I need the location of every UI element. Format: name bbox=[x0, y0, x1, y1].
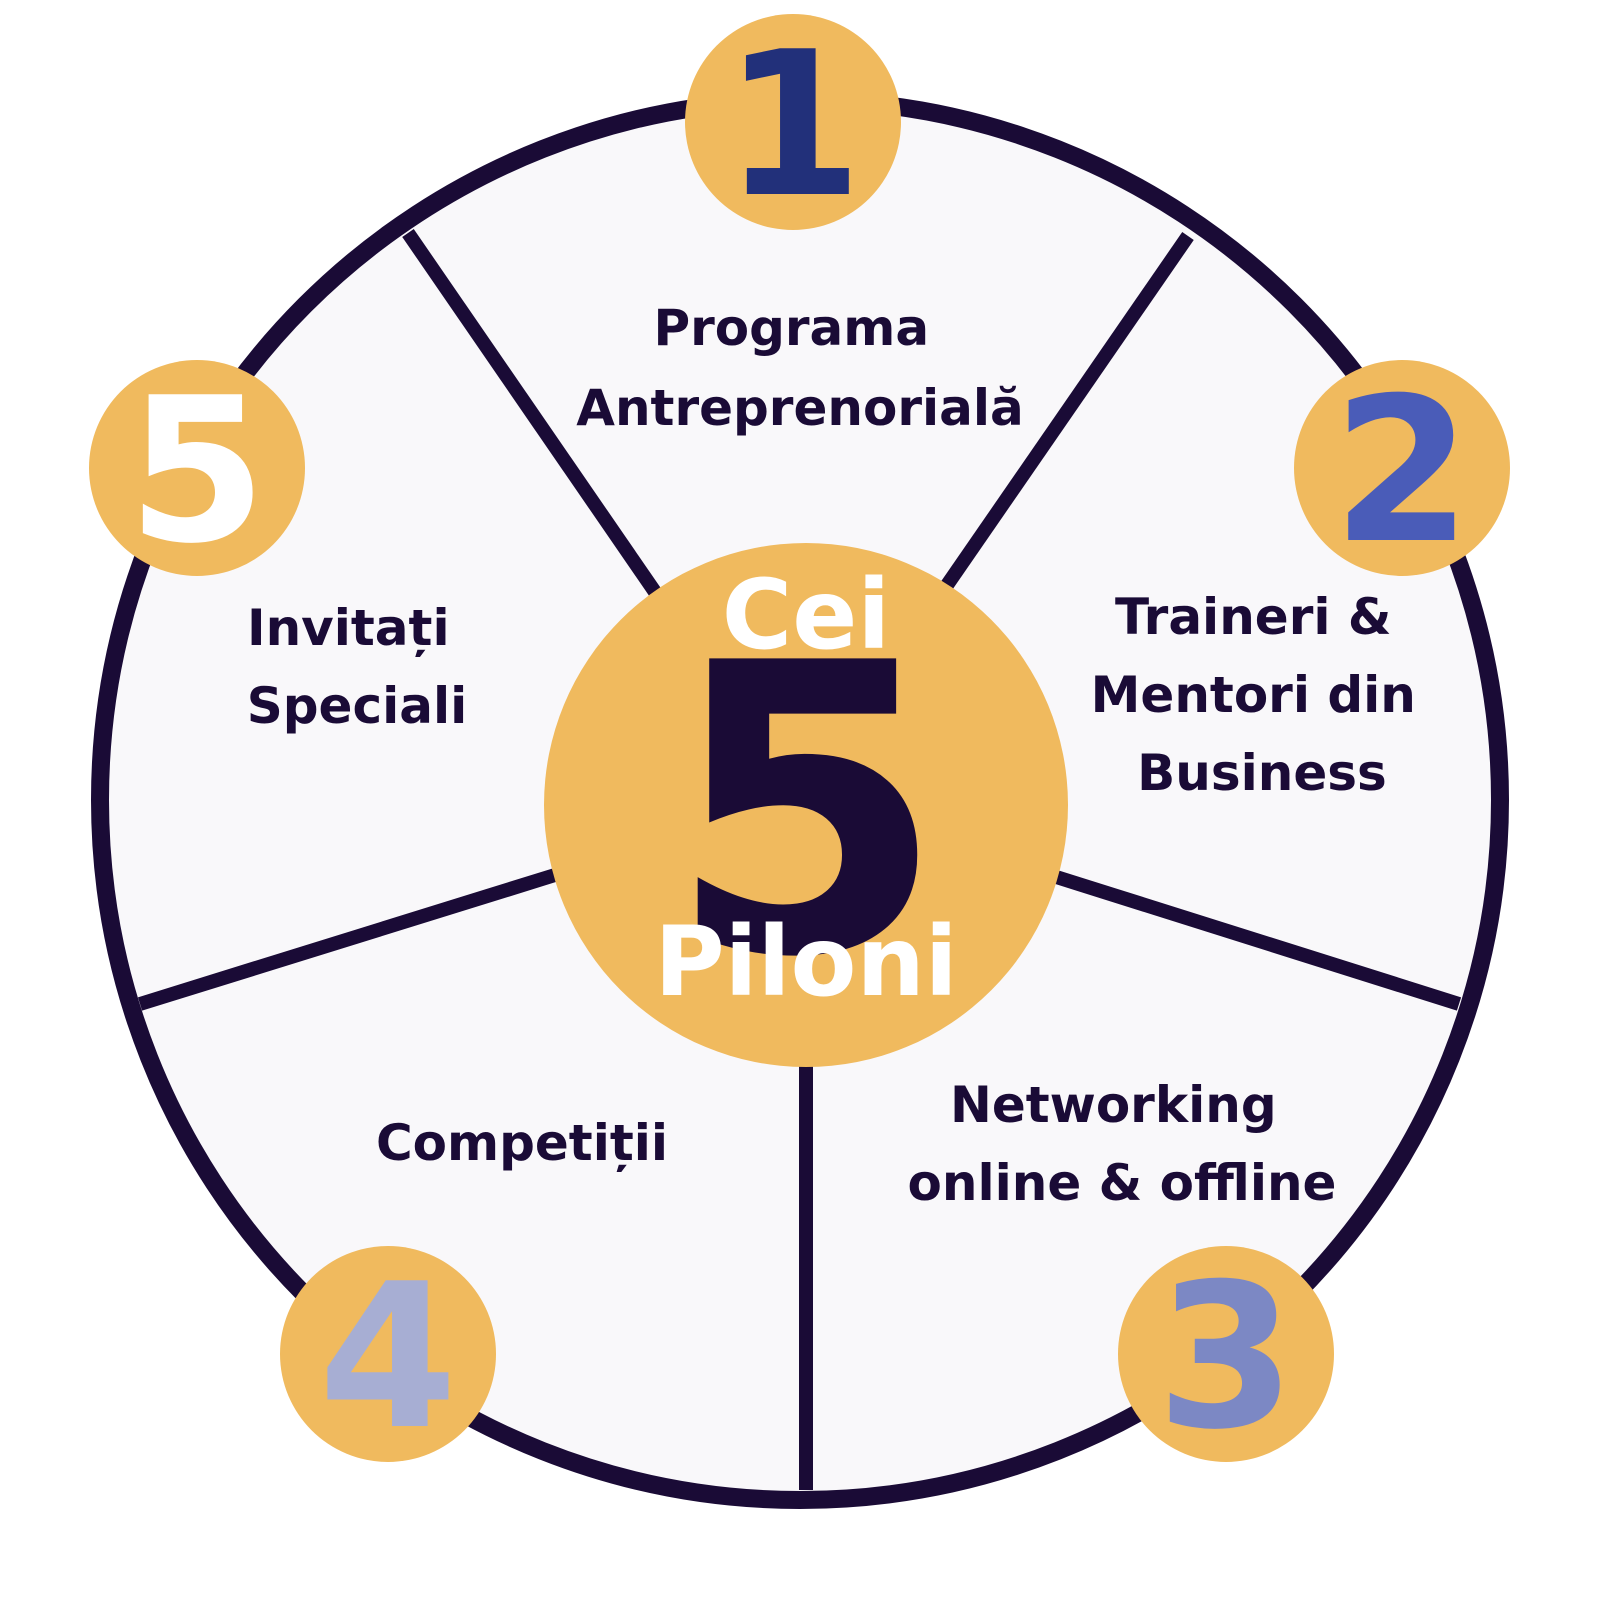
pillar-1-label-line-1: Programa bbox=[653, 299, 929, 357]
pillar-1-badge: 1 bbox=[685, 9, 901, 242]
pillar-2-label-line-3: Business bbox=[1137, 744, 1387, 802]
pillar-3-label-line-2: online & offline bbox=[908, 1154, 1337, 1212]
pillar-5-badge: 5 bbox=[89, 355, 305, 588]
center-bottom-word: Piloni bbox=[654, 906, 957, 1018]
pillar-2-label-line-1: Traineri & bbox=[1115, 588, 1391, 646]
divider-3 bbox=[1047, 868, 1462, 1011]
pillar-4-label-line-1: Competiții bbox=[376, 1114, 668, 1172]
divider-1 bbox=[402, 229, 661, 596]
pillar-5-label-line-1: Invitați bbox=[247, 599, 450, 657]
pillar-3-label-line-1: Networking bbox=[950, 1076, 1277, 1134]
pillar-2-label-line-2: Mentori din bbox=[1091, 666, 1416, 724]
pillar-3-badge-circle bbox=[1118, 1246, 1334, 1462]
center-top-word: Cei bbox=[722, 559, 890, 671]
pillar-1-number: 1 bbox=[723, 9, 862, 242]
pillar-2-label: Traineri & Mentori din Business bbox=[1091, 588, 1434, 802]
pillar-5-label-line-2: Speciali bbox=[247, 677, 468, 735]
pillar-2-badge-circle bbox=[1294, 360, 1510, 576]
center-badge: 5 Cei Piloni bbox=[544, 543, 1068, 1067]
pillar-1-badge-circle bbox=[685, 14, 901, 230]
pillar-5-number: 5 bbox=[127, 355, 266, 588]
center-big-number: 5 bbox=[667, 580, 945, 1045]
pillar-1-label-line-2: Antreprenorială bbox=[576, 379, 1024, 437]
pillar-4-label: Competiții bbox=[376, 1114, 668, 1172]
pillar-3-number: 3 bbox=[1156, 1241, 1295, 1474]
pillar-4-badge: 4 bbox=[280, 1241, 496, 1474]
pillar-3-badge: 3 bbox=[1118, 1241, 1334, 1474]
segment-dividers bbox=[137, 229, 1462, 1490]
pillar-2-number: 2 bbox=[1332, 355, 1471, 588]
pillar-1-label: Programa Antreprenorială bbox=[576, 299, 1024, 437]
divider-5 bbox=[137, 868, 558, 1011]
pillar-2-badge: 2 bbox=[1294, 355, 1510, 588]
pillar-3-label: Networking online & offline bbox=[908, 1076, 1337, 1212]
pillar-4-badge-circle bbox=[280, 1246, 496, 1462]
pillar-4-number: 4 bbox=[318, 1241, 457, 1474]
center-circle bbox=[544, 543, 1068, 1067]
pillar-5-badge-circle bbox=[89, 360, 305, 576]
divider-2 bbox=[939, 232, 1194, 592]
pillar-5-label: Invitați Speciali bbox=[247, 599, 468, 735]
